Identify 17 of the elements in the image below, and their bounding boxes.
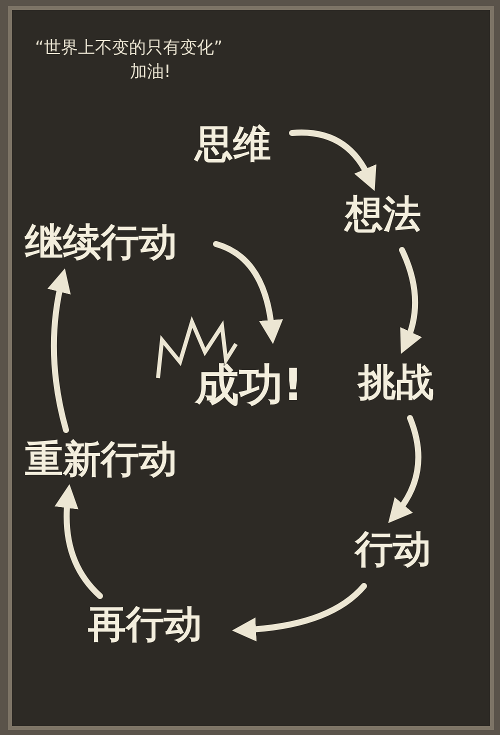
curved-arrow: [48, 268, 72, 433]
step-text: 继续行动: [25, 219, 177, 265]
curved-arrow: [388, 415, 422, 524]
step-text: 重新行动: [25, 436, 177, 482]
curved-arrow: [289, 130, 376, 191]
step-text: 再行动: [88, 601, 202, 647]
curved-arrow: [213, 241, 283, 344]
curved-arrow: [399, 247, 422, 354]
quote-text: “世界上不变的只有变化”: [35, 37, 223, 59]
step-text: 挑战: [358, 359, 434, 405]
curved-arrow: [232, 583, 367, 642]
step-text: 行动: [355, 526, 431, 572]
curved-arrow: [54, 484, 103, 599]
step-text: 思维: [195, 121, 271, 167]
step-text: 想法: [345, 191, 421, 237]
note-text: 加油!: [130, 61, 171, 83]
step-text: 成功!: [195, 360, 304, 412]
